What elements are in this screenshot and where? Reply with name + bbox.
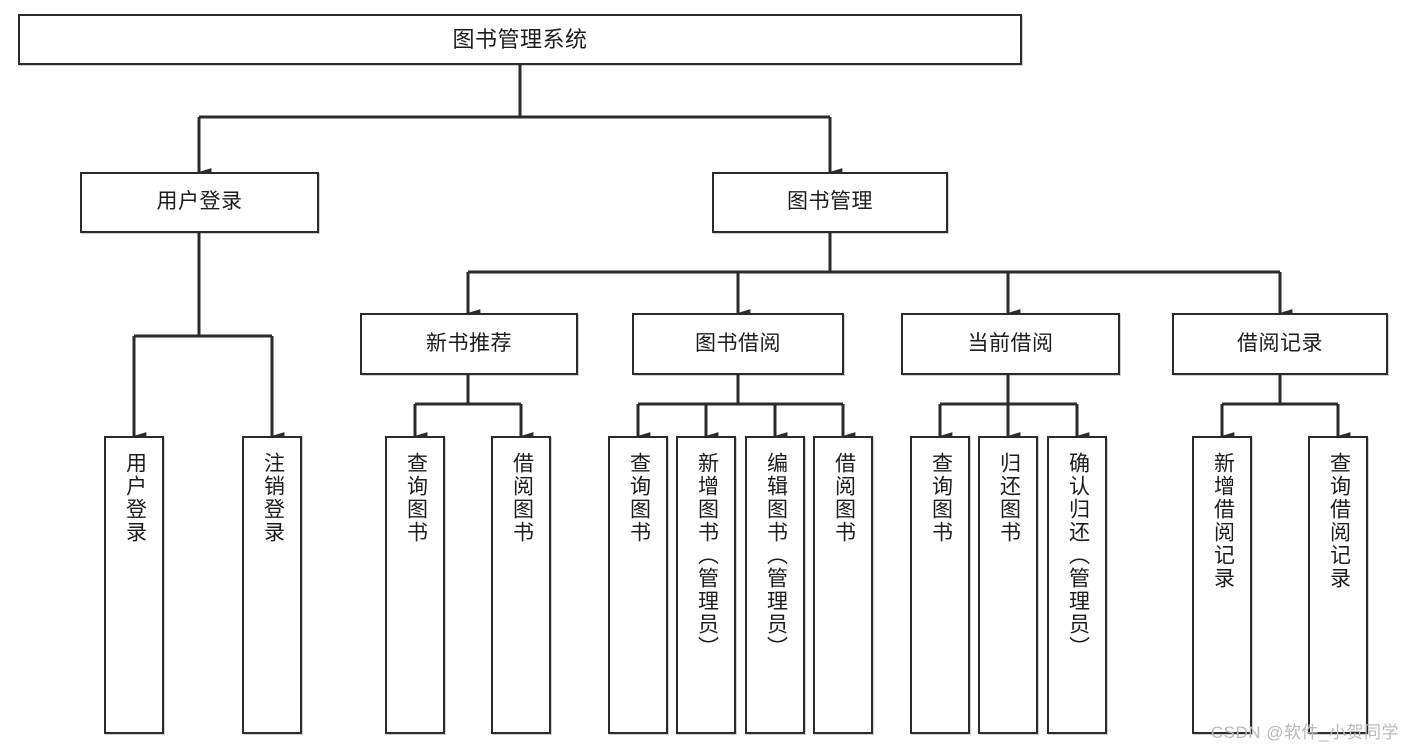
node-leaf-return-book[interactable]: 归还图书 [978,436,1038,734]
node-label: 借阅图书 [510,452,534,544]
node-label: 新增图书（管理员） [695,452,719,659]
node-label: 编辑图书（管理员） [764,452,788,659]
node-label: 图书管理系统 [452,26,588,52]
node-label: 新增借阅记录 [1211,452,1235,590]
node-leaf-add-book-admin[interactable]: 新增图书（管理员） [676,436,736,734]
node-label: 借阅记录 [1237,331,1323,355]
node-user-login[interactable]: 用户登录 [80,172,319,233]
node-label: 查询图书 [404,452,428,544]
node-book-manage[interactable]: 图书管理 [712,172,948,233]
node-label: 图书借阅 [695,331,781,355]
node-leaf-add-borrow-record[interactable]: 新增借阅记录 [1192,436,1252,734]
node-root-book-management-system[interactable]: 图书管理系统 [18,14,1022,65]
node-label: 归还图书 [997,452,1021,544]
node-label: 新书推荐 [426,331,512,355]
node-leaf-user-logout[interactable]: 注销登录 [242,436,302,734]
node-label: 查询借阅记录 [1327,452,1351,590]
node-label: 查询图书 [627,452,651,544]
node-leaf-query-borrow-record[interactable]: 查询借阅记录 [1308,436,1368,734]
node-leaf-edit-book-admin[interactable]: 编辑图书（管理员） [745,436,805,734]
node-leaf-user-login[interactable]: 用户登录 [104,436,164,734]
node-leaf-query-book-current[interactable]: 查询图书 [910,436,970,734]
node-borrow-record[interactable]: 借阅记录 [1172,313,1388,375]
node-label: 用户登录 [123,452,147,544]
node-label: 借阅图书 [832,452,856,544]
node-label: 注销登录 [261,452,285,544]
node-leaf-borrow-book-recommend[interactable]: 借阅图书 [491,436,551,734]
node-label: 确认归还（管理员） [1066,452,1090,659]
node-current-borrow[interactable]: 当前借阅 [901,313,1120,375]
node-leaf-query-book-borrow[interactable]: 查询图书 [608,436,668,734]
node-leaf-query-book-recommend[interactable]: 查询图书 [385,436,445,734]
node-label: 查询图书 [929,452,953,544]
node-label: 用户登录 [156,190,243,214]
node-book-borrow[interactable]: 图书借阅 [632,313,844,375]
node-new-book-recommend[interactable]: 新书推荐 [360,313,578,375]
node-label: 当前借阅 [967,331,1054,355]
csdn-watermark: CSDN @软件_小贺同学 [1210,723,1399,742]
node-leaf-borrow-book[interactable]: 借阅图书 [813,436,873,734]
node-leaf-confirm-return-admin[interactable]: 确认归还（管理员） [1047,436,1107,734]
node-label: 图书管理 [787,190,873,214]
